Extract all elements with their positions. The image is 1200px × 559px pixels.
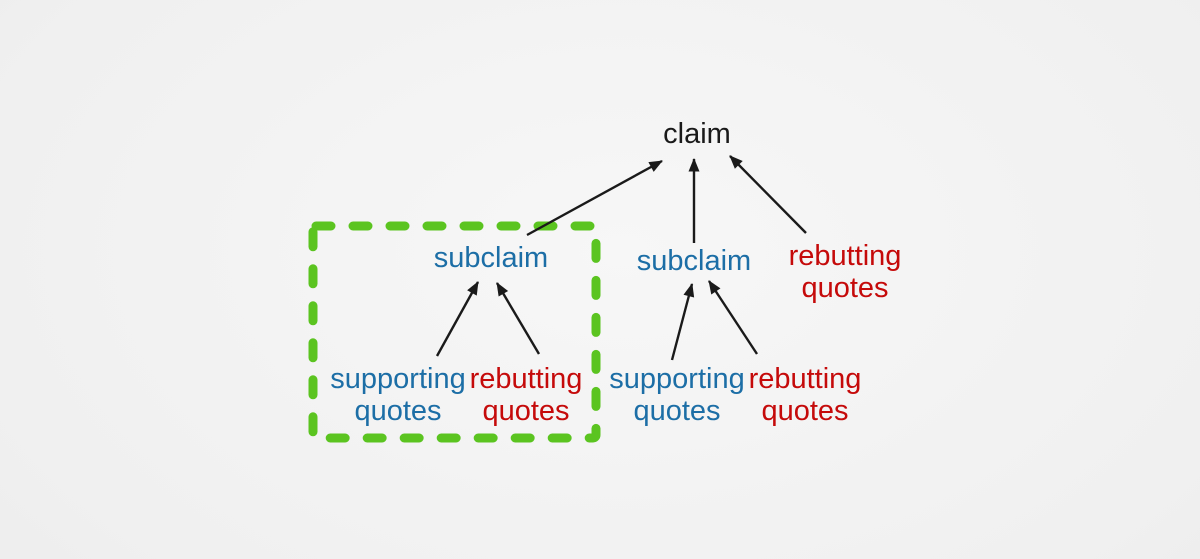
edge-rebutting-quotes-left-to-subclaim-left [495,282,541,355]
node-supporting-quotes-left: supporting quotes [330,363,466,427]
node-subclaim-left: subclaim [433,242,549,274]
edge-supporting-quotes-right-to-subclaim-right [670,283,695,361]
edge-subclaim-left-to-claim [526,159,663,237]
highlight-box [308,221,601,443]
node-rebutting-quotes-right: rebutting quotes [748,363,862,427]
node-supporting-quotes-right: supporting quotes [609,363,745,427]
edge-rebutting-quotes-root-to-claim [729,155,807,234]
node-rebutting-quotes-root: rebutting quotes [788,240,902,304]
node-rebutting-quotes-left: rebutting quotes [469,363,583,427]
node-claim: claim [663,118,731,150]
edge-supporting-quotes-left-to-subclaim-left [435,281,480,357]
edge-rebutting-quotes-right-to-subclaim-right [707,280,759,355]
node-subclaim-right: subclaim [636,245,752,277]
